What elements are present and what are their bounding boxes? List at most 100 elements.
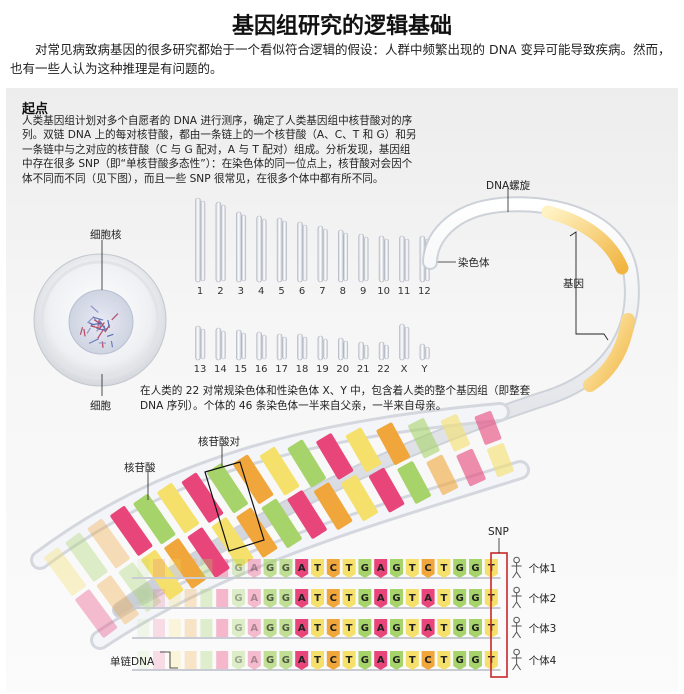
chromosome <box>195 197 201 283</box>
sequence-nucleotide: C <box>326 589 340 608</box>
chromosome <box>384 344 389 360</box>
svg-text:G: G <box>361 655 369 666</box>
sequence-nucleotide: G <box>358 651 372 670</box>
svg-text:T: T <box>409 593 416 604</box>
svg-text:C: C <box>330 593 337 604</box>
chromosome-number: 6 <box>298 286 306 297</box>
chromosome-number: 4 <box>258 286 265 297</box>
svg-text:G: G <box>392 563 400 574</box>
sequence-nucleotide: G <box>453 651 467 670</box>
chromosome <box>343 232 349 282</box>
chromosome <box>200 200 206 282</box>
chromatin-strand <box>111 313 119 321</box>
sequence-nucleotide: C <box>326 619 340 638</box>
faded-nucleotide <box>184 559 197 577</box>
karyotype-caption: 在人类的 22 对常规染色体和性染色体 X、Y 中，包含着人类的整个基因组（即整… <box>140 385 531 412</box>
chromosome <box>323 338 328 360</box>
nucleotide-block <box>474 410 502 445</box>
dna-double-strand <box>30 402 530 650</box>
sequence-nucleotide: A <box>295 651 309 670</box>
svg-text:T: T <box>346 623 353 634</box>
chromosome-number: 21 <box>356 364 370 375</box>
chromatin-strand <box>92 316 104 321</box>
svg-text:A: A <box>424 593 432 604</box>
svg-text:A: A <box>298 655 306 666</box>
svg-text:G: G <box>392 593 400 604</box>
chromosome <box>256 215 263 283</box>
sequence-nucleotide: T <box>311 559 324 578</box>
svg-text:G: G <box>471 593 479 604</box>
nucleotide-block <box>287 490 327 539</box>
chromosome <box>241 332 247 360</box>
chromosome <box>215 327 222 361</box>
nucleotide-block <box>181 472 224 523</box>
chromosome-number: 18 <box>295 364 309 375</box>
svg-text:C: C <box>330 623 337 634</box>
svg-text:A: A <box>250 623 258 634</box>
svg-text:T: T <box>314 623 321 634</box>
sequence-nucleotide: T <box>342 559 356 578</box>
nucleotide-block <box>157 483 199 533</box>
faded-nucleotide <box>200 619 213 637</box>
faded-nucleotide <box>200 589 213 607</box>
nucleotide-block <box>316 433 354 480</box>
chromosome-number: 16 <box>254 364 268 375</box>
sequence-nucleotide: G <box>263 589 277 608</box>
faded-nucleotide <box>216 559 229 577</box>
karyotype <box>195 197 430 361</box>
sequence-nucleotide: A <box>421 619 435 638</box>
nucleotide-block <box>187 527 230 578</box>
chromosome <box>425 346 430 360</box>
faded-nucleotide <box>153 651 165 669</box>
sequence-nucleotide: G <box>469 589 482 608</box>
svg-text:A: A <box>377 593 385 604</box>
sequence-nucleotide: A <box>374 619 388 638</box>
chromatin-strand <box>88 338 100 344</box>
nucleotide-block <box>260 447 300 496</box>
svg-text:A: A <box>250 593 258 604</box>
sequence-nucleotide: A <box>247 651 261 670</box>
svg-text:G: G <box>266 593 274 604</box>
svg-text:G: G <box>234 623 242 634</box>
chromosome <box>302 336 308 360</box>
cell-nucleus-label: 细胞核 <box>90 229 122 241</box>
chromosome <box>399 323 405 361</box>
chromosome <box>384 238 389 282</box>
chromosome <box>323 228 328 282</box>
chromatin-strand <box>86 327 91 334</box>
chromosome-number: Y <box>421 364 428 375</box>
nucleotide-block <box>65 532 108 582</box>
nucleotide-label: 核苷酸 <box>124 462 156 474</box>
chromosome-number: 7 <box>319 286 326 297</box>
nucleotide-block <box>376 422 410 465</box>
sequence-nucleotide: A <box>374 559 388 578</box>
faded-nucleotide <box>200 559 213 577</box>
chromosome <box>236 211 242 283</box>
svg-text:G: G <box>471 623 479 634</box>
nucleotide-block <box>87 519 130 569</box>
chromosome <box>276 333 283 361</box>
svg-text:A: A <box>298 623 306 634</box>
chromosome <box>302 224 308 282</box>
sequence-nucleotide: G <box>390 651 403 670</box>
svg-text:G: G <box>282 593 290 604</box>
chromosome <box>404 238 410 282</box>
sequence-nucleotide: G <box>469 619 482 638</box>
chromosome <box>358 341 365 361</box>
nucleotide-pair-label: 核苷酸对 <box>198 436 240 448</box>
svg-text:G: G <box>361 563 369 574</box>
sequence-nucleotide: T <box>405 619 419 638</box>
sequence-nucleotide: G <box>263 619 277 638</box>
chromosome <box>337 229 344 283</box>
start-description: 人类基因组计划对多个自愿者的 DNA 进行测序，确定了人类基因组中核苷酸对的序列… <box>22 115 417 185</box>
sequence-nucleotide: G <box>232 559 245 578</box>
chromosome-number: 22 <box>377 364 390 375</box>
chromosome <box>419 343 426 361</box>
snp-label: SNP <box>488 526 509 538</box>
svg-text:T: T <box>409 623 416 634</box>
svg-text:T: T <box>314 655 321 666</box>
sequence-nucleotide: G <box>279 651 293 670</box>
nucleotide-block <box>164 538 207 589</box>
faded-nucleotide <box>153 559 165 577</box>
individual-label: 个体3 <box>528 623 557 635</box>
